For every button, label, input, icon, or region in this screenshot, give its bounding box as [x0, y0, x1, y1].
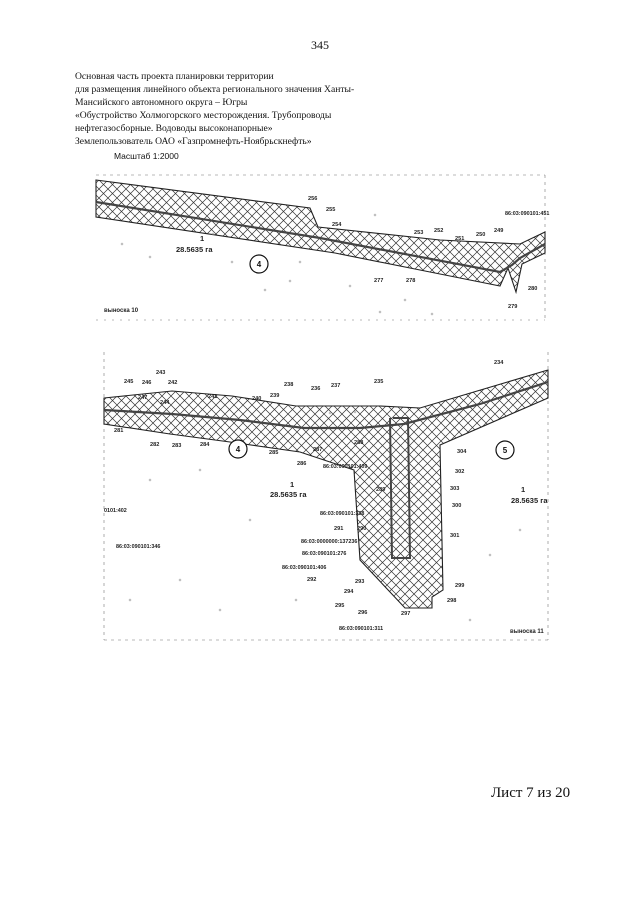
pipeline-branch: [389, 417, 412, 559]
survey-dots: [128, 410, 522, 622]
cadastral-number: 86:03:090101:346: [116, 544, 160, 550]
cadastral-number: 0101:402: [104, 508, 127, 514]
point-label: 242: [168, 380, 177, 386]
pipeline-line: [95, 200, 546, 274]
right-of-way-corridor: [103, 369, 549, 609]
point-label: 234: [494, 360, 504, 366]
point-label: 283: [172, 443, 181, 449]
point-label: 247: [138, 395, 147, 401]
parcel-number: 1: [521, 485, 525, 494]
bottom-map-fragment: 245 246 243 242 247 244 241 240 239 238 …: [103, 352, 549, 641]
cadastral-number: 86:03:090101:451: [505, 211, 549, 217]
cadastral-number: 86:03:090101:311: [339, 626, 383, 632]
parcel-area: 28.5635 га: [270, 490, 307, 499]
point-label: 292: [307, 577, 316, 583]
cadastral-number: 86:03:090101:406: [282, 565, 326, 571]
sheet-number: Лист 7 из 20: [491, 785, 571, 801]
point-label: 280: [528, 286, 537, 292]
point-label: 285: [269, 450, 278, 456]
header-line: нефтегазосборные. Водоводы высоконапорны…: [75, 123, 273, 134]
point-label: 287: [313, 447, 322, 453]
circle-number: 4: [257, 260, 262, 269]
circle-number: 4: [236, 445, 241, 454]
point-label: 298: [447, 598, 456, 604]
parcel-number: 1: [200, 234, 204, 243]
point-label: 282: [150, 442, 159, 448]
point-label: 302: [455, 469, 464, 475]
point-label: 256: [308, 196, 317, 202]
point-label: 241: [208, 394, 217, 400]
point-label: 293: [355, 579, 364, 585]
callout-label: выноска 11: [510, 629, 544, 635]
page-number: 345: [311, 38, 329, 52]
point-label: 295: [335, 603, 344, 609]
point-label: 291: [334, 526, 343, 532]
point-label: 244: [160, 400, 170, 406]
document-header: Основная часть проекта планировки террит…: [75, 70, 405, 148]
point-label: 246: [142, 380, 151, 386]
point-label: 290: [357, 526, 366, 532]
top-map-fragment: 256 255 254 253 252 251 250 249 277 278 …: [95, 174, 549, 321]
point-label: 255: [326, 207, 335, 213]
scale-label: Масштаб 1:2000: [114, 151, 179, 161]
point-label: 284: [200, 442, 210, 448]
circle-number: 5: [503, 446, 508, 455]
point-label: 278: [406, 278, 415, 284]
point-label: 239: [270, 393, 279, 399]
callout-label: выноска 10: [104, 308, 139, 314]
header-line: для размещения линейного объекта региона…: [75, 84, 355, 95]
parcel-number: 1: [290, 480, 294, 489]
point-label: 296: [358, 610, 367, 616]
point-label: 297: [401, 611, 410, 617]
header-line: «Обустройство Холмогорского месторождени…: [75, 110, 332, 121]
parcel-area: 28.5635 га: [176, 245, 213, 254]
cadastral-number: 86:03:090101:276: [302, 551, 346, 557]
point-label: 286: [297, 461, 306, 467]
point-label: 236: [311, 386, 320, 392]
point-label: 243: [156, 370, 165, 376]
point-label: 289: [376, 487, 385, 493]
point-label: 238: [284, 382, 293, 388]
point-label: 294: [344, 589, 354, 595]
point-label: 301: [450, 533, 459, 539]
point-label: 252: [434, 228, 443, 234]
survey-dots: [120, 213, 434, 316]
point-label: 279: [508, 304, 517, 310]
parcel-area: 28.5635 га: [511, 496, 548, 505]
point-label: 250: [476, 232, 485, 238]
parcel-circle-marker: [228, 439, 248, 459]
header-line: Основная часть проекта планировки террит…: [75, 71, 274, 82]
header-line: Землепользователь ОАО «Газпромнефть-Нояб…: [75, 136, 312, 147]
cadastral-number: 86:03:090101:409: [323, 464, 367, 470]
point-label: 304: [457, 449, 467, 455]
point-label: 245: [124, 379, 133, 385]
parcel-circle-marker: [249, 254, 269, 274]
point-label: 237: [331, 383, 340, 389]
point-label: 251: [455, 236, 464, 242]
pipeline-line: [103, 380, 549, 430]
point-label: 303: [450, 486, 459, 492]
right-of-way-corridor: [95, 179, 546, 295]
point-label: 240: [252, 396, 261, 402]
point-label: 254: [332, 222, 342, 228]
header-line: Мансийского автономного округа – Югры: [75, 97, 248, 108]
point-label: 288: [354, 440, 363, 446]
point-label: 277: [374, 278, 383, 284]
point-label: 300: [452, 503, 461, 509]
parcel-circle-marker: [495, 440, 515, 460]
point-label: 299: [455, 583, 464, 589]
point-label: 235: [374, 379, 383, 385]
point-label: 249: [494, 228, 503, 234]
cadastral-number: 86:03:090101:338: [320, 511, 364, 517]
point-label: 281: [114, 428, 123, 434]
point-label: 253: [414, 230, 423, 236]
cadastral-number: 86:03:0000000:137236: [301, 539, 357, 545]
